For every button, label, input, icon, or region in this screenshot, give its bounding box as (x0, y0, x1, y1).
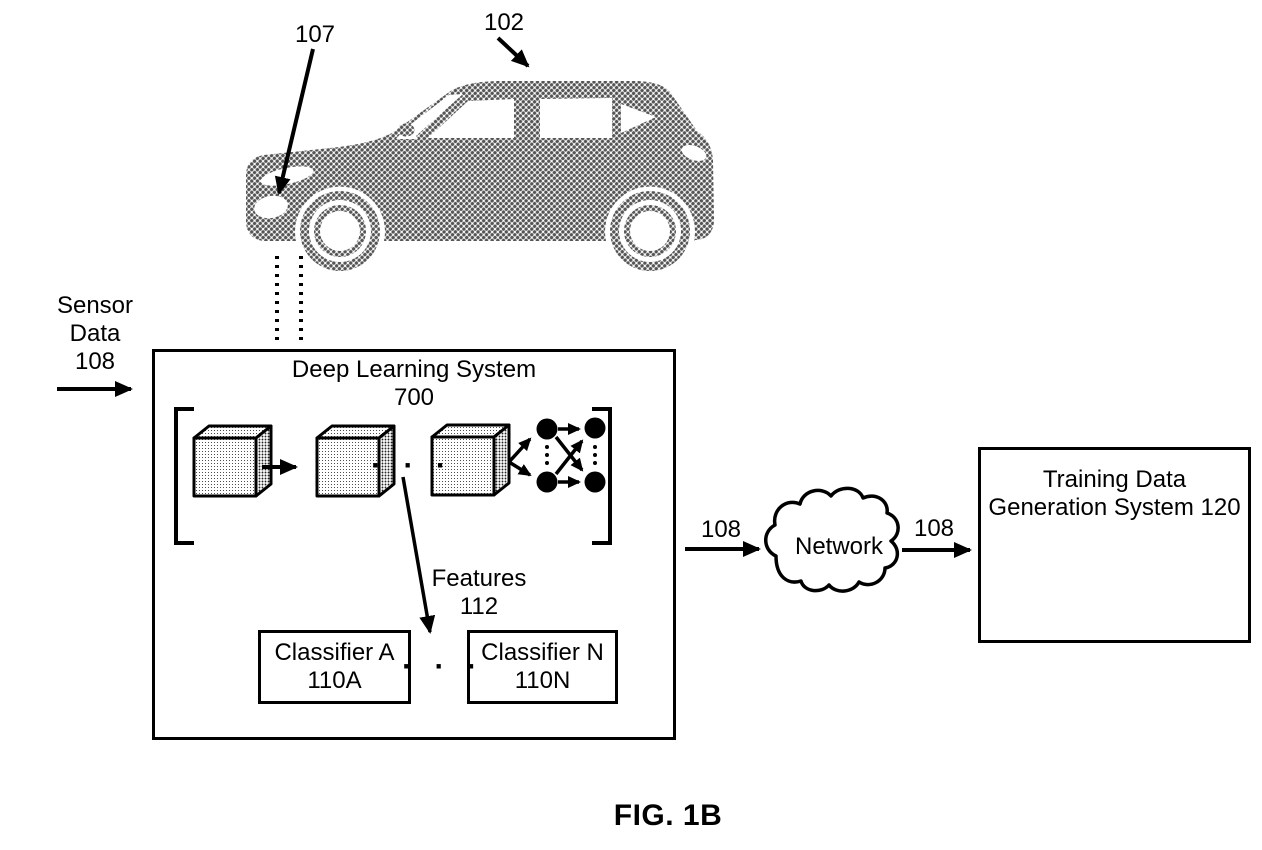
rear-wheel (610, 191, 690, 271)
classifier-n-box: Classifier N 110N (467, 630, 618, 704)
side-mirror (397, 123, 415, 137)
hood-highlight (260, 166, 314, 186)
classifier-a-box: Classifier A 110A (258, 630, 411, 704)
ref-102-label: 102 (483, 9, 525, 36)
sensor-dotted-lines (275, 256, 303, 341)
headlight (254, 195, 288, 219)
taillight (681, 145, 707, 161)
quarter-window (621, 104, 656, 133)
training-system-line1: Training Data (1042, 466, 1187, 493)
classifier-n-ref: 110N (514, 667, 571, 694)
leader-arrow-107 (274, 48, 315, 195)
ref-108-in-label: 108 (700, 516, 742, 543)
front-wheel (300, 191, 380, 271)
training-system-line2: Generation System (988, 494, 1194, 521)
ref-108-out-label: 108 (913, 515, 955, 542)
vehicle-icon (246, 81, 715, 271)
sensor-data-label: Sensor Data 108 (57, 292, 133, 376)
classifier-n-label: Classifier N (481, 639, 604, 666)
features-ref: 112 (459, 593, 499, 620)
classifier-a-ref: 110A (307, 667, 362, 694)
dls-title-text: Deep Learning System (291, 356, 537, 383)
features-label: Features (431, 565, 527, 592)
classifier-ellipsis: · · · (402, 650, 484, 683)
block-ellipsis: · · · (371, 449, 453, 482)
dls-title: Deep Learning System 700 (292, 356, 536, 412)
training-system-ref: 120 (1200, 494, 1241, 521)
dls-ref: 700 (393, 384, 435, 411)
classifier-a-label: Classifier A (274, 639, 395, 666)
leader-arrow-102 (496, 36, 530, 68)
training-data-generation-system-box: Training Data Generation System 120 (978, 447, 1251, 643)
features-label-block: Features 112 (432, 565, 527, 621)
network-label: Network (794, 533, 884, 560)
front-window (428, 99, 514, 138)
vehicle-body (246, 81, 715, 241)
sensor-data-line1: Sensor (56, 292, 134, 319)
sensor-data-line2: Data (69, 320, 121, 347)
sensor-data-ref: 108 (74, 348, 116, 375)
rear-window (540, 98, 612, 138)
figure-caption: FIG. 1B (613, 799, 723, 832)
mirror-gap (396, 124, 418, 139)
ref-107-label: 107 (294, 21, 336, 48)
windshield (398, 94, 463, 136)
